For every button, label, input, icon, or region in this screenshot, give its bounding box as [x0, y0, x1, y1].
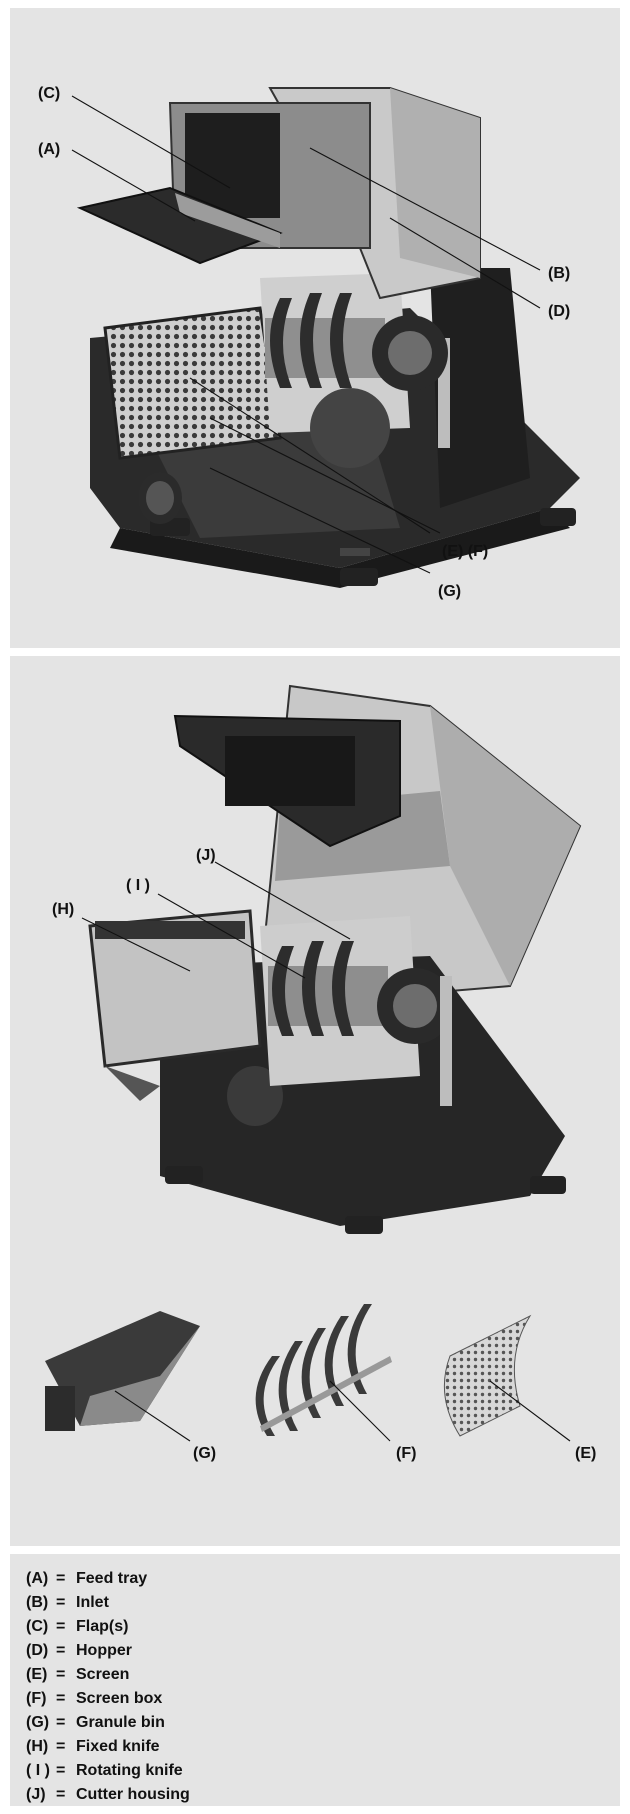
part-screen-box — [255, 1304, 392, 1436]
diagram-panel-open: (J) ( I ) (H) (G) (F) (E) — [10, 656, 620, 1546]
legend-item-i: ( I )=Rotating knife — [26, 1762, 183, 1779]
screen-box-perforated — [103, 306, 282, 460]
foot — [340, 568, 378, 586]
gas-strut — [440, 976, 452, 1106]
part-callout-g: (G) — [193, 1445, 216, 1462]
legend-item-d: (D)=Hopper — [26, 1642, 132, 1659]
callout-d: (D) — [548, 303, 570, 320]
callout-e-f: (E) (F) — [442, 543, 488, 560]
callout-b: (B) — [548, 265, 570, 282]
foot — [345, 1216, 383, 1234]
legend-item-c: (C)=Flap(s) — [26, 1618, 129, 1635]
motor — [310, 388, 390, 468]
part-callout-f: (F) — [396, 1445, 416, 1462]
legend-item-b: (B)=Inlet — [26, 1594, 109, 1611]
callout-c: (C) — [38, 85, 60, 102]
part-granule-bin — [45, 1311, 200, 1431]
foot — [540, 508, 576, 526]
callout-h: (H) — [52, 901, 74, 918]
callout-j: (J) — [196, 847, 216, 864]
side-chassis — [430, 268, 530, 508]
foot — [530, 1176, 566, 1194]
legend-item-e: (E)=Screen — [26, 1666, 130, 1683]
diagram-panel-closed: (C) (A) (B) (D) (E) (F) (G) — [10, 8, 620, 648]
granulator-closed-illustration: (C) (A) (B) (D) (E) (F) (G) — [38, 85, 580, 600]
legend-item-g: (G)=Granule bin — [26, 1714, 165, 1731]
callout-a: (A) — [38, 141, 60, 158]
part-callout-e: (E) — [575, 1445, 596, 1462]
legend-item-j: (J)=Cutter housing — [26, 1786, 190, 1803]
foot — [165, 1166, 203, 1184]
legend-item-a: (A)=Feed tray — [26, 1570, 148, 1587]
machine-base — [160, 956, 565, 1226]
granulator-open-illustration: (J) ( I ) (H) (G) (F) (E) — [45, 684, 596, 1462]
callout-g: (G) — [438, 583, 461, 600]
legend-panel: (A)=Feed tray (B)=Inlet (C)=Flap(s) (D)=… — [10, 1554, 620, 1806]
legend-item-h: (H)=Fixed knife — [26, 1738, 160, 1755]
callout-i: ( I ) — [126, 877, 150, 894]
part-screen — [443, 1314, 532, 1437]
legend-item-f: (F)=Screen box — [26, 1690, 163, 1707]
